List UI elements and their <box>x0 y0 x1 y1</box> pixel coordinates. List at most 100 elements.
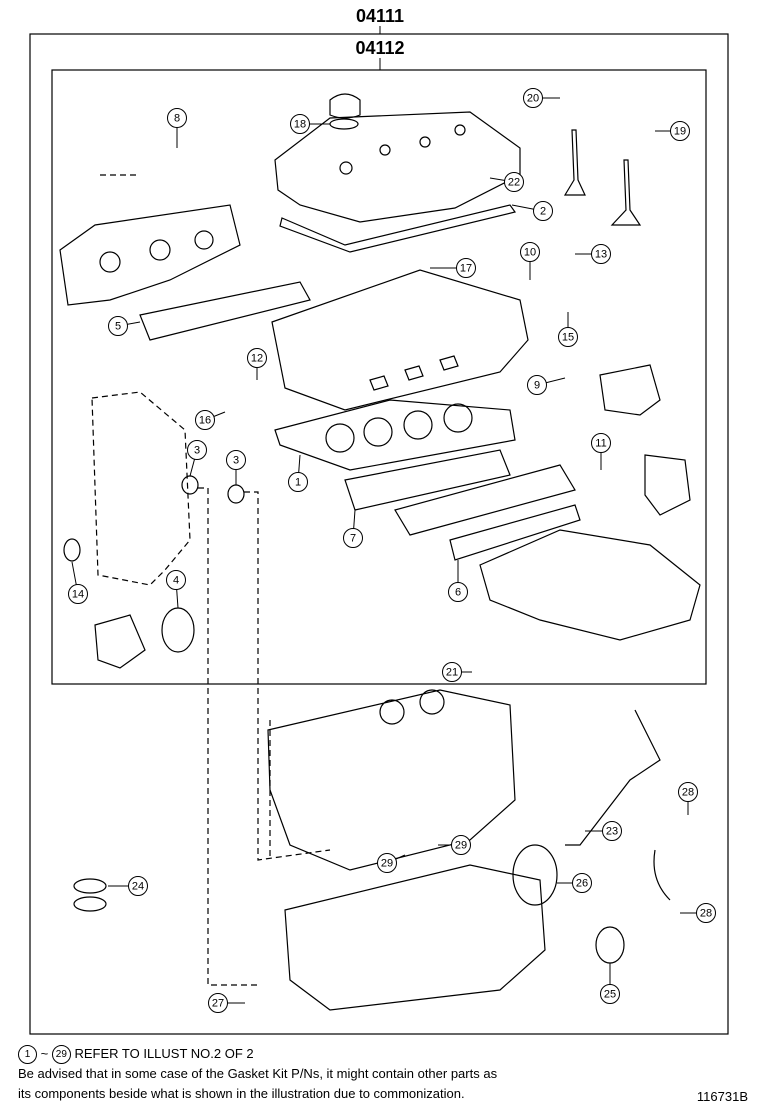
callout-circle-p9 <box>527 375 547 395</box>
callout-circle-p7 <box>343 528 363 548</box>
callout-label-p19: 19 <box>674 126 686 138</box>
exhaust-manifold-gasket <box>139 281 311 341</box>
callout-label-p23: 23 <box>606 826 618 838</box>
lower-crankcase <box>284 864 546 1011</box>
callout-label-p10: 10 <box>524 247 536 259</box>
callout-circle-p29a <box>451 835 471 855</box>
oil-filler-cap-gasket <box>329 118 359 130</box>
callout-circle-p19 <box>670 121 690 141</box>
advice-line-2: its components beside what is shown in t… <box>18 1086 465 1102</box>
cylinder-head-gasket <box>274 399 516 471</box>
callout-label-p28b: 28 <box>700 908 712 920</box>
callout-circle-p12 <box>247 348 267 368</box>
callout-circle-p8 <box>167 108 187 128</box>
callout-label-p9: 9 <box>534 380 540 392</box>
cylinder-head <box>271 269 529 411</box>
timing-chain-cover <box>91 391 191 586</box>
callout-circle-p29b <box>377 853 397 873</box>
callout-label-p2: 2 <box>540 206 546 218</box>
oil-level-gauge-guide <box>653 849 671 901</box>
callout-label-p12: 12 <box>251 353 263 365</box>
gasket-24b <box>73 896 107 912</box>
callout-circle-p14 <box>68 584 88 604</box>
callout-circle-p28b <box>696 903 716 923</box>
refer-text: REFER TO ILLUST NO.2 OF 2 <box>74 1046 254 1061</box>
callout-label-p3b: 3 <box>233 455 239 467</box>
callout-circle-p24 <box>128 876 148 896</box>
throttle-body <box>599 364 661 416</box>
intake-valve <box>563 129 586 196</box>
intake-manifold-gasket <box>449 504 581 561</box>
kit-outer-frame <box>29 33 729 1035</box>
callout-label-p28a: 28 <box>682 787 694 799</box>
callout-circle-p1 <box>288 472 308 492</box>
kit-outer-code: 04111 <box>356 6 404 26</box>
callout-label-p16: 16 <box>199 415 211 427</box>
callout-label-p20: 20 <box>527 93 539 105</box>
callout-circle-p28a <box>678 782 698 802</box>
callout-label-p4: 4 <box>173 575 179 587</box>
range-separator: ~ <box>40 1046 49 1061</box>
o-ring-3a <box>181 475 199 495</box>
callout-circle-p22 <box>504 172 524 192</box>
cylinder-block <box>267 689 516 871</box>
kit-inner-frame <box>51 69 707 685</box>
range-end-badge: 29 <box>51 1045 71 1065</box>
callout-label-p24: 24 <box>132 881 144 893</box>
callout-label-p1: 1 <box>295 477 301 489</box>
callout-label-p14: 14 <box>72 589 84 601</box>
callout-label-p13: 13 <box>595 249 607 261</box>
intake-manifold <box>479 529 701 641</box>
callout-circle-p6 <box>448 582 468 602</box>
callout-circle-p25 <box>600 984 620 1004</box>
callout-label-p15: 15 <box>562 332 574 344</box>
diagram-footer: 1 ~ 29 REFER TO ILLUST NO.2 OF 2 Be advi… <box>18 1044 748 1104</box>
callout-label-p8: 8 <box>174 113 180 125</box>
callout-circle-p5 <box>108 316 128 336</box>
cylinder-head-cover <box>274 111 521 223</box>
callout-circle-p23 <box>602 821 622 841</box>
callout-label-p3a: 3 <box>194 445 200 457</box>
crankshaft-front-oil-seal <box>63 538 81 562</box>
callout-circle-p16 <box>195 410 215 430</box>
callout-label-p26: 26 <box>576 878 588 890</box>
callout-label-p25: 25 <box>604 989 616 1001</box>
crankshaft-rear-oil-seal <box>512 844 558 906</box>
callout-circle-p27 <box>208 993 228 1013</box>
callout-circle-p20 <box>523 88 543 108</box>
head-cover-gasket <box>279 204 517 253</box>
water-inlet <box>644 454 691 516</box>
callout-circle-p10 <box>520 242 540 262</box>
callout-label-p18: 18 <box>294 119 306 131</box>
oil-filler-cap <box>329 93 361 119</box>
intake-plenum <box>394 464 576 536</box>
intake-port-gasket <box>344 449 511 511</box>
callout-label-p6: 6 <box>455 587 461 599</box>
callout-circle-p21 <box>442 662 462 682</box>
callout-circle-p18 <box>290 114 310 134</box>
illustration-reference: 116731B <box>696 1089 748 1104</box>
callout-label-p22: 22 <box>508 177 520 189</box>
callout-circle-p17 <box>456 258 476 278</box>
oil-seal-25 <box>595 926 625 964</box>
callout-label-p27: 27 <box>212 998 224 1010</box>
water-pump-gasket <box>161 607 195 653</box>
callout-circle-p15 <box>558 327 578 347</box>
callout-circle-p26 <box>572 873 592 893</box>
refer-note: 1 ~ 29 REFER TO ILLUST NO.2 OF 2 <box>18 1044 748 1065</box>
kit-inner-code: 04112 <box>355 38 404 58</box>
range-start-badge: 1 <box>18 1045 37 1065</box>
callout-label-p11: 11 <box>595 438 606 450</box>
callout-circle-p4 <box>166 570 186 590</box>
callout-circle-p3a <box>187 440 207 460</box>
callout-circle-p3b <box>226 450 246 470</box>
o-ring-3b <box>227 484 245 504</box>
exhaust-manifold <box>59 204 241 306</box>
water-pump <box>94 614 146 669</box>
callout-label-p21: 21 <box>446 667 458 679</box>
callout-label-p17: 17 <box>460 263 472 275</box>
callout-label-p7: 7 <box>350 533 356 545</box>
callout-circle-p2 <box>533 201 553 221</box>
